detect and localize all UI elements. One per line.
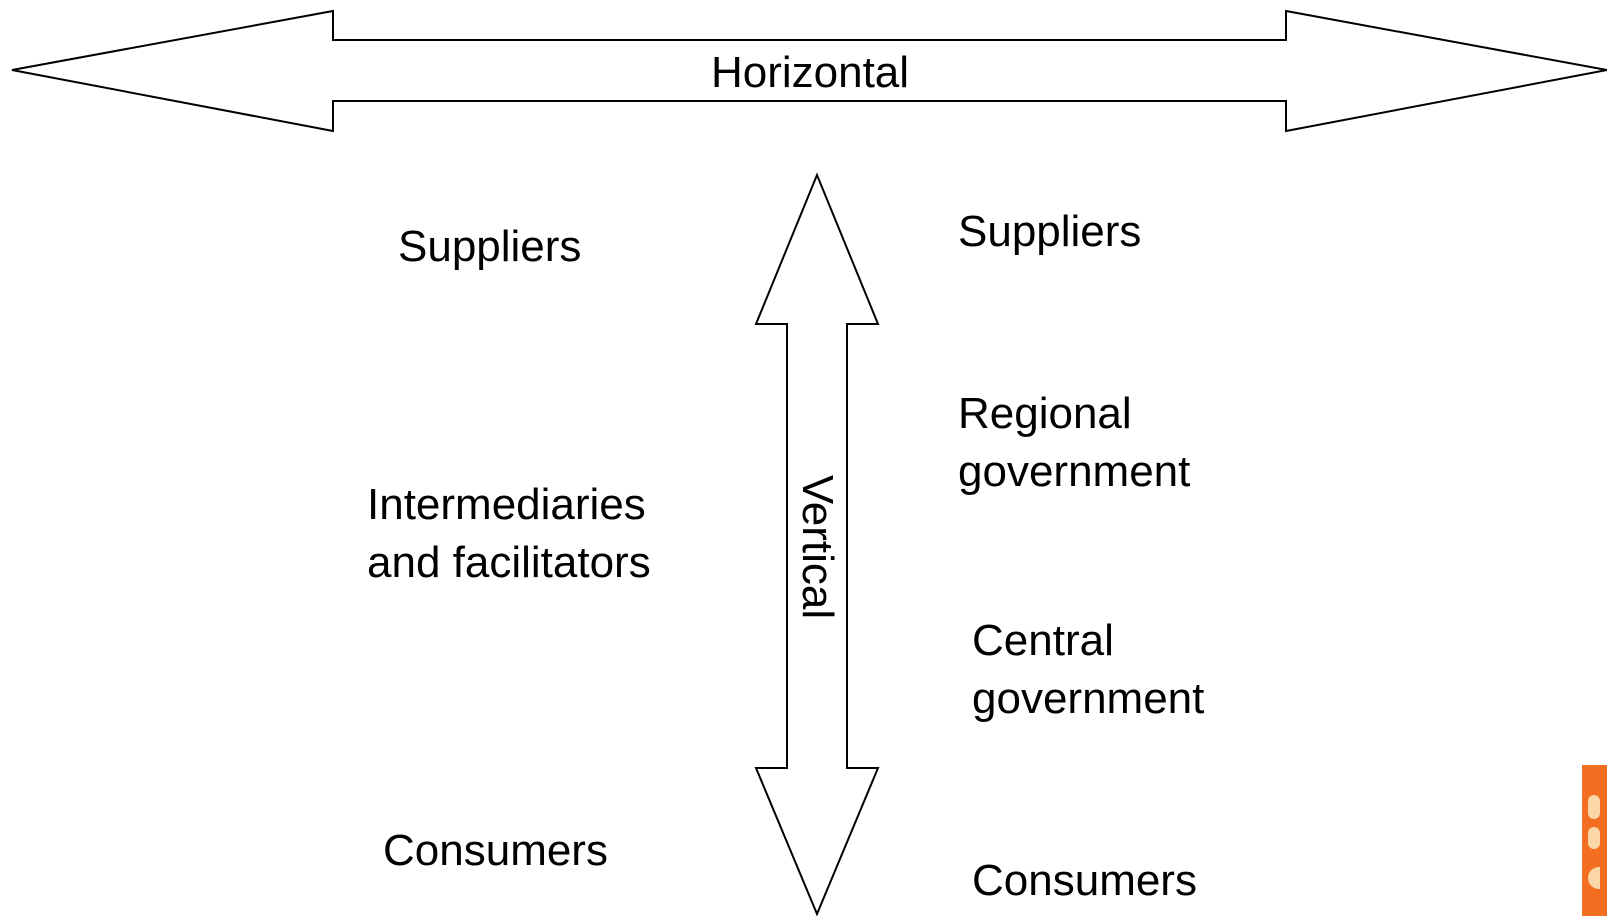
right-central-government-label: Central government <box>972 612 1204 728</box>
right-central-line1: Central <box>972 616 1114 665</box>
right-regional-line2: government <box>958 447 1191 496</box>
left-consumers-label: Consumers <box>383 826 608 875</box>
horizontal-double-arrow <box>11 9 1607 133</box>
right-regional-line1: Regional <box>958 389 1132 438</box>
vertical-label: Vertical <box>793 474 842 620</box>
right-consumers-label: Consumers <box>972 856 1197 905</box>
left-suppliers-label: Suppliers <box>398 222 582 271</box>
corner-logo <box>1582 765 1607 916</box>
left-intermediaries-line1: Intermediaries <box>367 480 646 529</box>
horizontal-label: Horizontal <box>710 48 910 97</box>
vertical-double-arrow <box>754 172 880 916</box>
left-intermediaries-line2: and facilitators <box>367 538 651 587</box>
right-central-line2: government <box>972 674 1205 723</box>
right-suppliers-label: Suppliers <box>958 207 1142 256</box>
right-regional-government-label: Regional government <box>958 385 1190 501</box>
left-intermediaries-label: Intermediaries and facilitators <box>367 476 651 592</box>
